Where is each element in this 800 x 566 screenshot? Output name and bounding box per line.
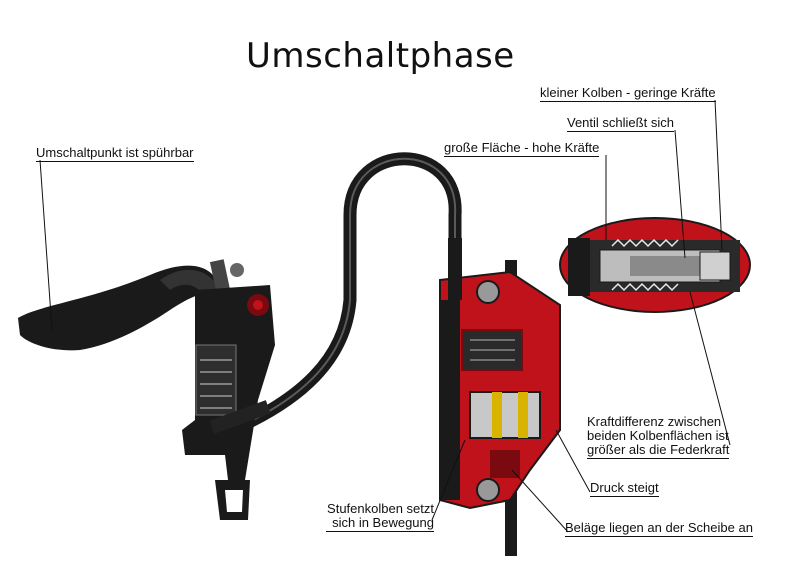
leader-valve	[674, 129, 686, 259]
page-title: Umschaltphase	[246, 36, 515, 76]
leader-pads	[511, 469, 569, 533]
brake-caliper	[439, 238, 561, 510]
label-pads: Beläge liegen an der Scheibe an	[565, 520, 753, 537]
label-valve: Ventil schließt sich	[567, 115, 674, 132]
label-small-piston: kleiner Kolben - geringe Kräfte	[540, 85, 716, 102]
label-pressure: Druck steigt	[590, 480, 659, 497]
leader-small-piston	[714, 99, 723, 251]
label-switch-point: Umschaltpunkt ist spührbar	[36, 145, 194, 162]
label-force-diff: Kraftdifferenz zwischen beiden Kolbenflä…	[587, 414, 730, 459]
detail-ellipse	[559, 217, 751, 313]
master-cylinder	[182, 285, 275, 520]
leader-switch-point	[39, 159, 53, 331]
leader-step-piston	[431, 439, 466, 521]
leader-force-diff	[689, 291, 731, 446]
leader-lines	[39, 99, 731, 533]
label-large-area: große Fläche - hohe Kräfte	[444, 140, 600, 157]
leader-pressure	[555, 429, 591, 493]
label-step-piston: Stufenkolben setzt sich in Bewegung	[326, 501, 434, 532]
